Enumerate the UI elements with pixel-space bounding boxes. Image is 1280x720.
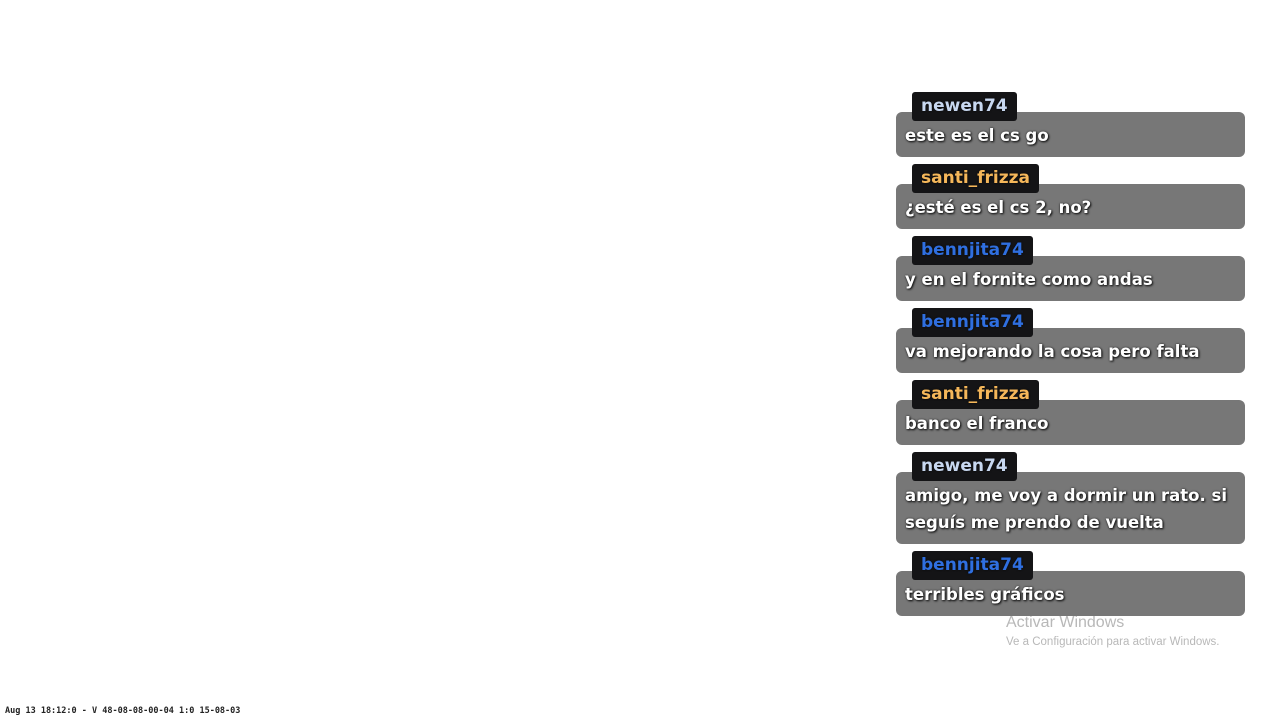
chat-username: santi_frizza	[912, 380, 1040, 409]
chat-message: bennjita74 terribles gráficos	[896, 551, 1245, 616]
chat-username: newen74	[912, 452, 1017, 481]
chat-message-text: amigo, me voy a dormir un rato. si seguí…	[896, 472, 1245, 544]
chat-username: bennjita74	[912, 236, 1033, 265]
watermark-subtitle: Ve a Configuración para activar Windows.	[1006, 636, 1220, 648]
chat-message: bennjita74 va mejorando la cosa pero fal…	[896, 308, 1245, 373]
chat-username: bennjita74	[912, 308, 1033, 337]
chat-overlay: newen74 este es el cs go santi_frizza ¿e…	[896, 92, 1245, 623]
chat-message: newen74 este es el cs go	[896, 92, 1245, 157]
chat-message: santi_frizza ¿esté es el cs 2, no?	[896, 164, 1245, 229]
chat-username: bennjita74	[912, 551, 1033, 580]
chat-message: bennjita74 y en el fornite como andas	[896, 236, 1245, 301]
chat-message-text: y en el fornite como andas	[896, 256, 1245, 301]
timestamp-ticker: Aug 13 18:12:0 - V 48-08-08-00-04 1:0 15…	[5, 706, 241, 716]
chat-message-text: va mejorando la cosa pero falta	[896, 328, 1245, 373]
chat-username: santi_frizza	[912, 164, 1040, 193]
windows-activation-watermark: Activar Windows Ve a Configuración para …	[1006, 612, 1220, 650]
watermark-title: Activar Windows	[1006, 614, 1125, 631]
chat-message: newen74 amigo, me voy a dormir un rato. …	[896, 452, 1245, 544]
chat-username: newen74	[912, 92, 1017, 121]
chat-message: santi_frizza banco el franco	[896, 380, 1245, 445]
